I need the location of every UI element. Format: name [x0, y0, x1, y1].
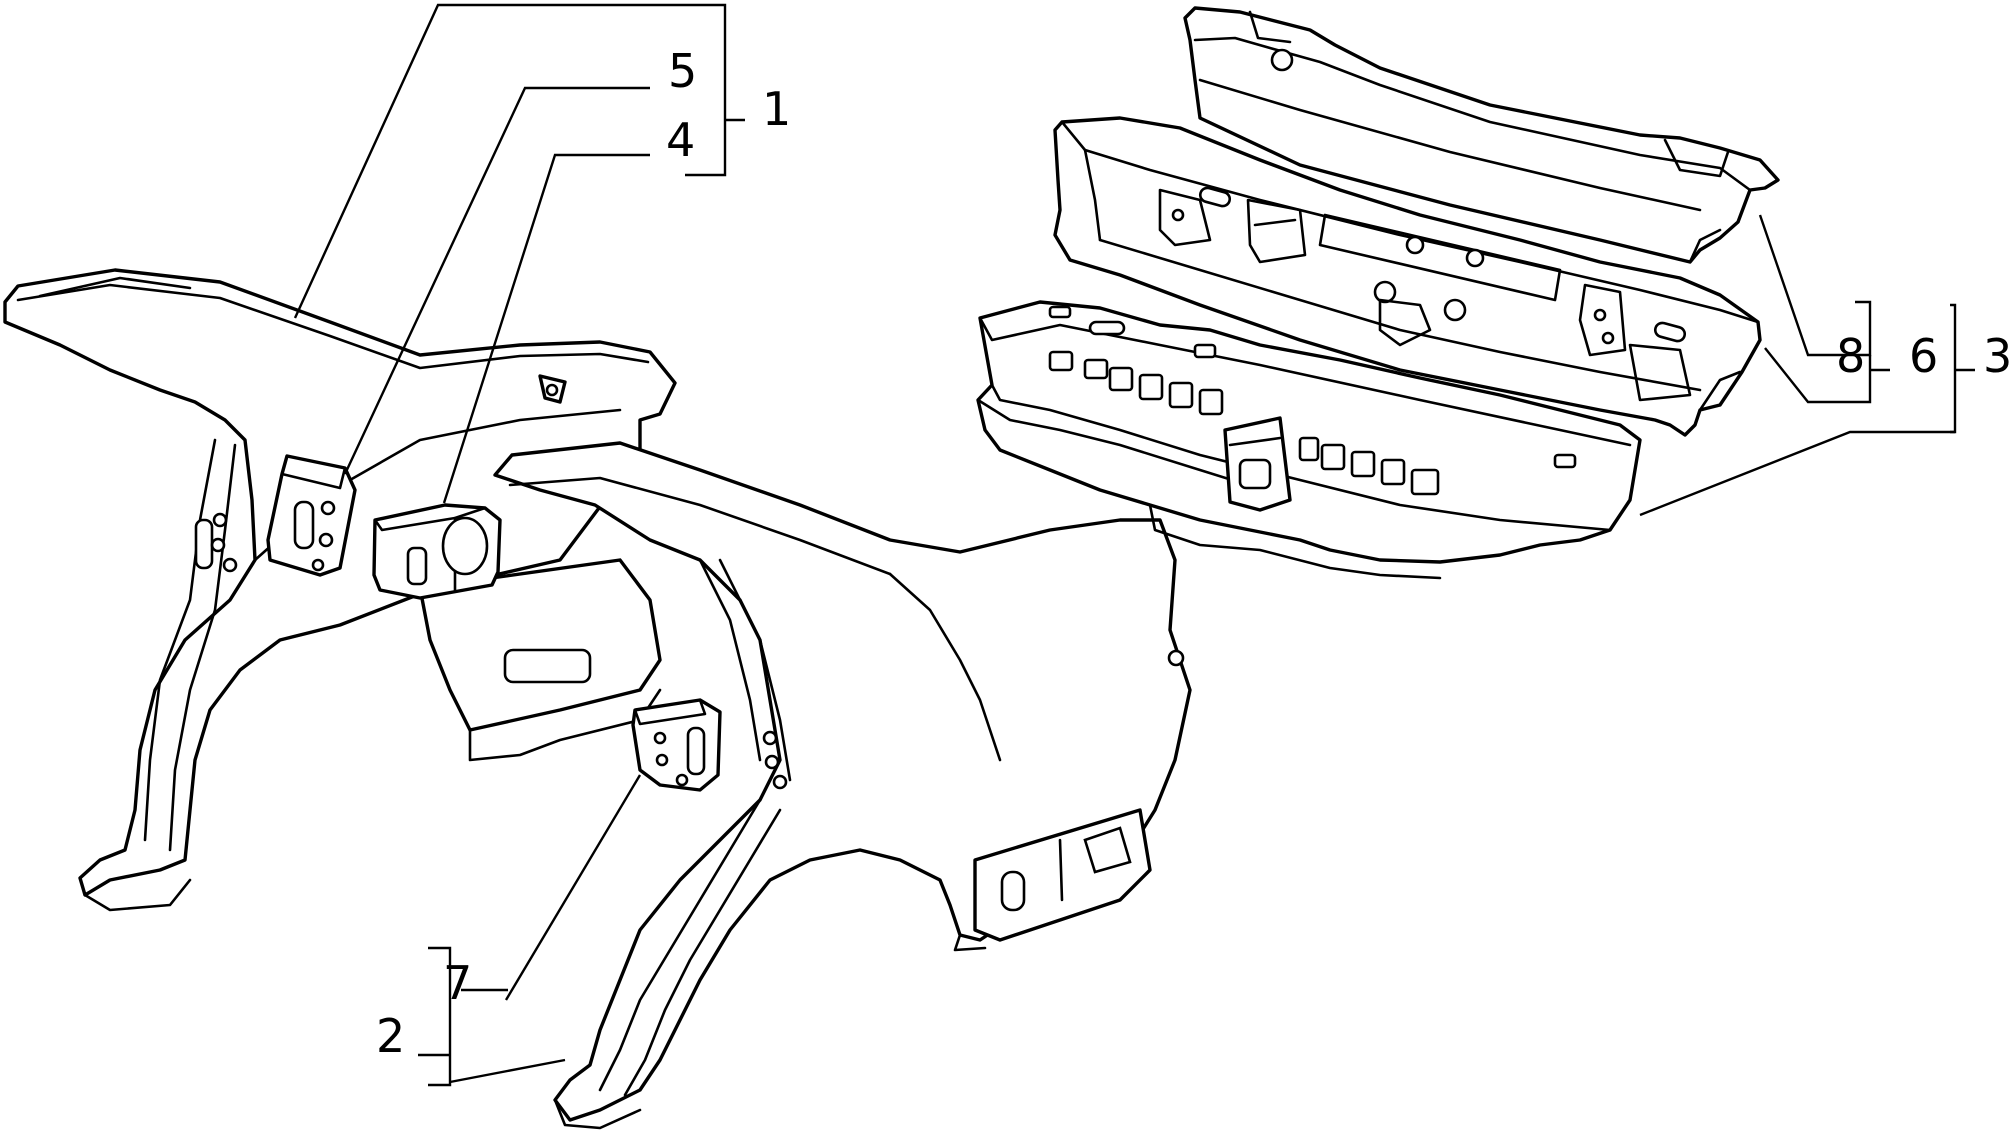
rear-upper-crossmember-part-8 — [1183, 6, 1780, 264]
left-quarter-panel — [3, 268, 677, 912]
callout-3: 3 — [1983, 329, 2012, 383]
bracket-part-5 — [266, 454, 357, 577]
fuel-filler-housing-part-4 — [372, 503, 502, 600]
rear-floor-crossmember-part-3 — [976, 300, 1642, 580]
bracket-part-7 — [631, 698, 722, 792]
callout-8: 8 — [1836, 329, 1865, 383]
callout-1: 1 — [762, 82, 791, 136]
callout-4: 4 — [666, 113, 695, 167]
callout-5: 5 — [668, 44, 697, 98]
leader-lines — [293, 3, 1975, 1087]
callout-7: 7 — [443, 956, 472, 1010]
right-quarter-panel — [493, 441, 1192, 1130]
callout-2: 2 — [376, 1009, 405, 1063]
rear-panel-part-6 — [1053, 116, 1762, 437]
callout-6: 6 — [1909, 329, 1938, 383]
